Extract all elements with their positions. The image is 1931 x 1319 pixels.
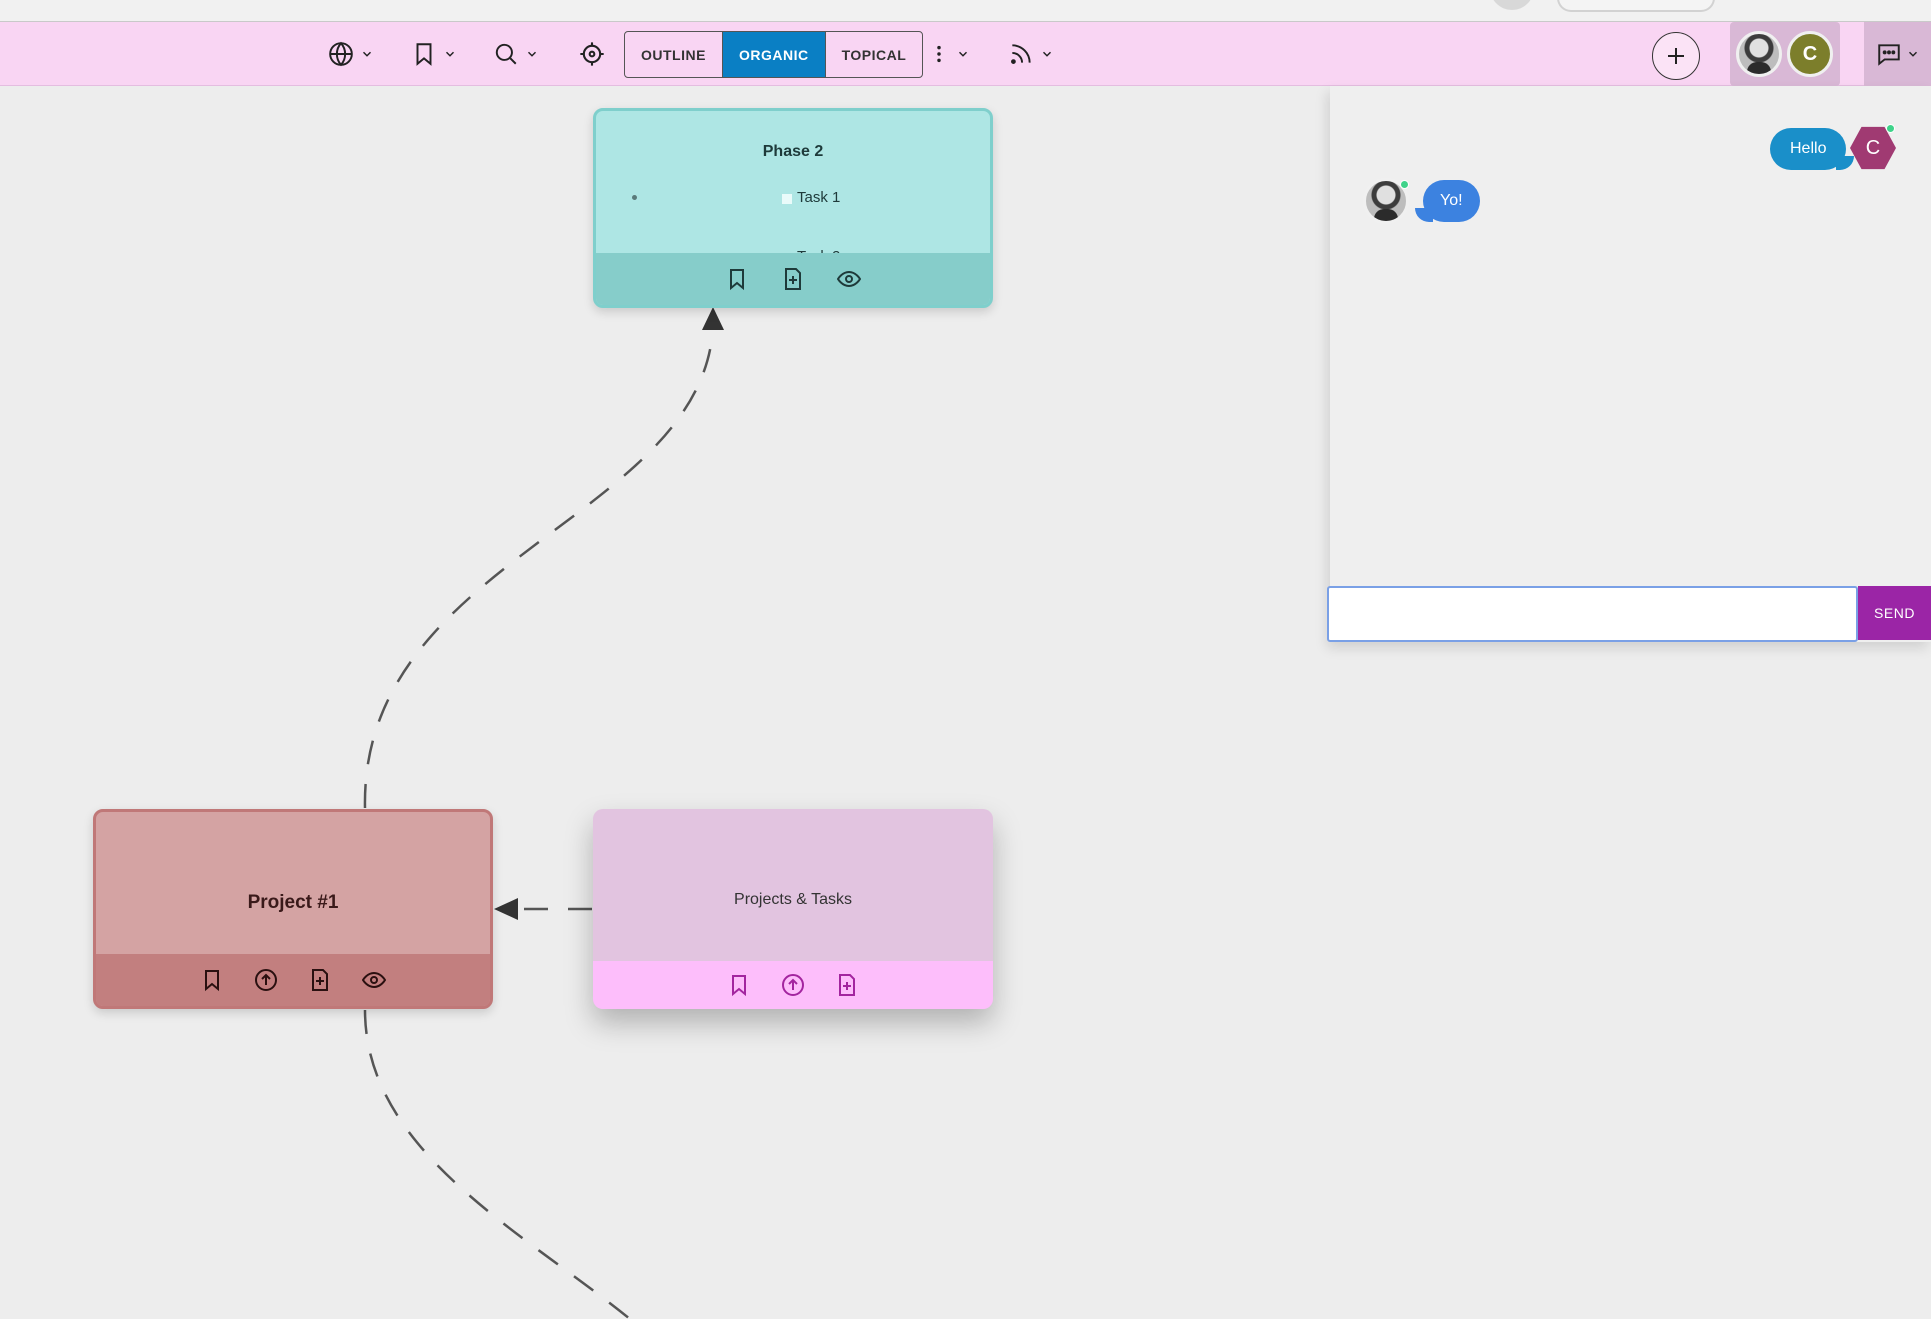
arrowhead-project [494,898,518,920]
connector-project-down [363,1009,631,1319]
view-mode-outline[interactable]: OUTLINE [625,32,723,77]
list-bullet [632,195,637,200]
arrowhead-phase2 [702,307,724,330]
eye-icon[interactable] [362,968,386,992]
more-menu-button[interactable] [928,36,970,72]
send-button[interactable]: SEND [1858,586,1931,640]
node-title: Phase 2 [762,143,824,160]
chat-avatar-photo [1363,178,1409,224]
node-title: Projects & Tasks [734,891,852,908]
task-item: Task 1 [797,189,841,206]
browser-chrome [0,0,1931,22]
add-button[interactable] [1652,32,1700,80]
rss-icon [1011,44,1031,64]
eye-icon[interactable] [837,267,861,291]
search-icon [495,43,517,65]
add-file-icon[interactable] [308,968,332,992]
node-projects-and-tasks[interactable]: Projects & Tasks [593,809,993,1009]
more-vertical-icon [937,45,941,63]
chevron-down-icon [527,51,537,57]
node-footer [596,253,990,305]
browser-avatar-icon [1490,0,1534,10]
view-mode-topical[interactable]: TOPICAL [841,46,907,63]
chevron-down-icon [362,51,372,57]
chevron-down-icon [958,51,968,57]
chevron-down-icon [445,51,455,57]
connector-project-to-phase2 [363,327,715,809]
user-avatar-initial[interactable]: C [1787,31,1833,77]
globe-icon [329,41,353,67]
node-project-1[interactable]: Project #1 [93,809,493,1009]
search-menu-button[interactable] [493,36,539,72]
view-mode-switch: OUTLINE ORGANIC TOPICAL [624,31,924,78]
bookmark-icon[interactable] [725,267,749,291]
arrow-up-circle-icon[interactable] [781,973,805,997]
chevron-down-icon [1908,51,1917,57]
bookmarks-menu-button[interactable] [411,36,457,72]
crosshair-icon [580,42,604,66]
node-footer [593,961,993,1009]
user-avatar-photo[interactable] [1736,31,1782,77]
arrow-up-circle-icon[interactable] [254,968,278,992]
language-menu-button[interactable] [328,36,374,72]
bookmark-icon[interactable] [200,968,224,992]
chat-message-outgoing: Hello [1770,128,1855,170]
chat-panel: Hello C Yo! SEND [1327,86,1931,642]
online-users: C [1730,22,1840,86]
chat-toggle-button[interactable] [1864,22,1931,86]
bookmark-icon [416,43,432,66]
feed-menu-button[interactable] [1008,36,1054,72]
toolbar: OUTLINE ORGANIC TOPICAL C [0,22,1931,86]
node-footer [96,954,490,1006]
bookmark-icon[interactable] [727,973,751,997]
plus-icon [1668,48,1684,64]
chat-message-incoming: Yo! [1415,180,1480,222]
task-checkbox[interactable] [782,194,792,204]
online-status-dot [1886,124,1895,133]
node-title: Project #1 [247,892,339,913]
add-file-icon[interactable] [781,267,805,291]
node-phase-2[interactable]: Phase 2 Task 1 Task 2 [593,108,993,308]
view-mode-organic[interactable]: ORGANIC [722,32,826,77]
chevron-down-icon [1042,51,1052,57]
online-status-dot [1400,180,1409,189]
chat-icon [1877,44,1900,66]
center-view-button[interactable] [578,36,606,72]
chat-message-input[interactable] [1327,586,1858,642]
add-file-icon[interactable] [835,973,859,997]
